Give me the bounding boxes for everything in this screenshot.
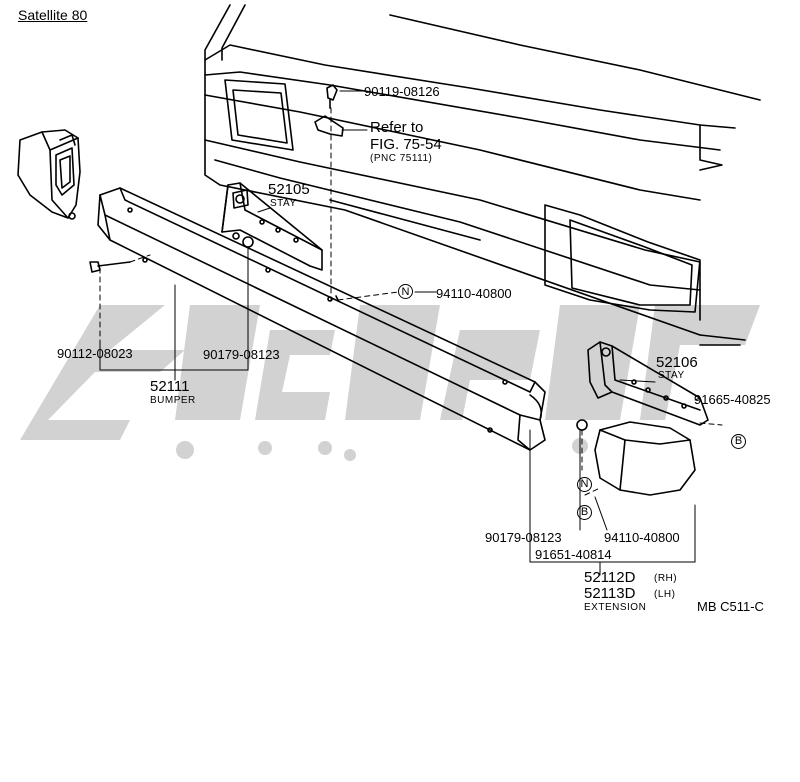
part-number-91665: 91665-40825 [694,392,771,407]
part-number-94110-top: 94110-40800 [436,286,512,301]
part-number-52113d: 52113D [584,585,636,602]
part-number-90179-right: 90179-08123 [485,530,562,545]
part-number-52112d: 52112D [584,569,636,586]
stay-label-left: STAY [270,198,297,209]
nut-symbol-top: N [398,284,413,299]
extension-label: EXTENSION [584,602,647,613]
diagram-code: MB C511-C [697,599,764,614]
bumper-label: BUMPER [150,395,196,406]
page-title: Satellite 80 [18,7,88,23]
refer-to-label: Refer to [370,119,424,136]
stay-52105 [221,182,323,271]
part-number-91651: 91651-40814 [535,547,612,562]
assembly-lines [99,107,723,496]
part-number-90119: 90119-08126 [364,84,440,99]
part-number-90112: 90112-08023 [57,346,133,361]
watermark-logo [20,305,760,461]
part-number-52106: 52106 [656,354,698,371]
bumper-bar [97,187,546,451]
part-number-52105: 52105 [268,181,310,198]
nut-symbol-right: N [577,477,592,492]
vehicle-body [204,4,761,346]
fasteners [89,84,588,431]
pnc-reference: (PNC 75111) [370,153,433,164]
lh-label: (LH) [654,589,676,600]
figure-reference: FIG. 75-54 [370,136,442,153]
bolt-symbol-lower: B [577,505,592,520]
stay-52106 [587,341,709,426]
bolt-symbol-right: B [731,434,746,449]
part-number-52111: 52111 [150,378,190,395]
part-number-94110-right: 94110-40800 [604,530,680,545]
stay-label-right: STAY [658,370,685,381]
part-number-90179-left: 90179-08123 [203,347,280,362]
left-extension-part [17,129,81,220]
right-extension-part [594,421,696,496]
rh-label: (RH) [654,573,678,584]
